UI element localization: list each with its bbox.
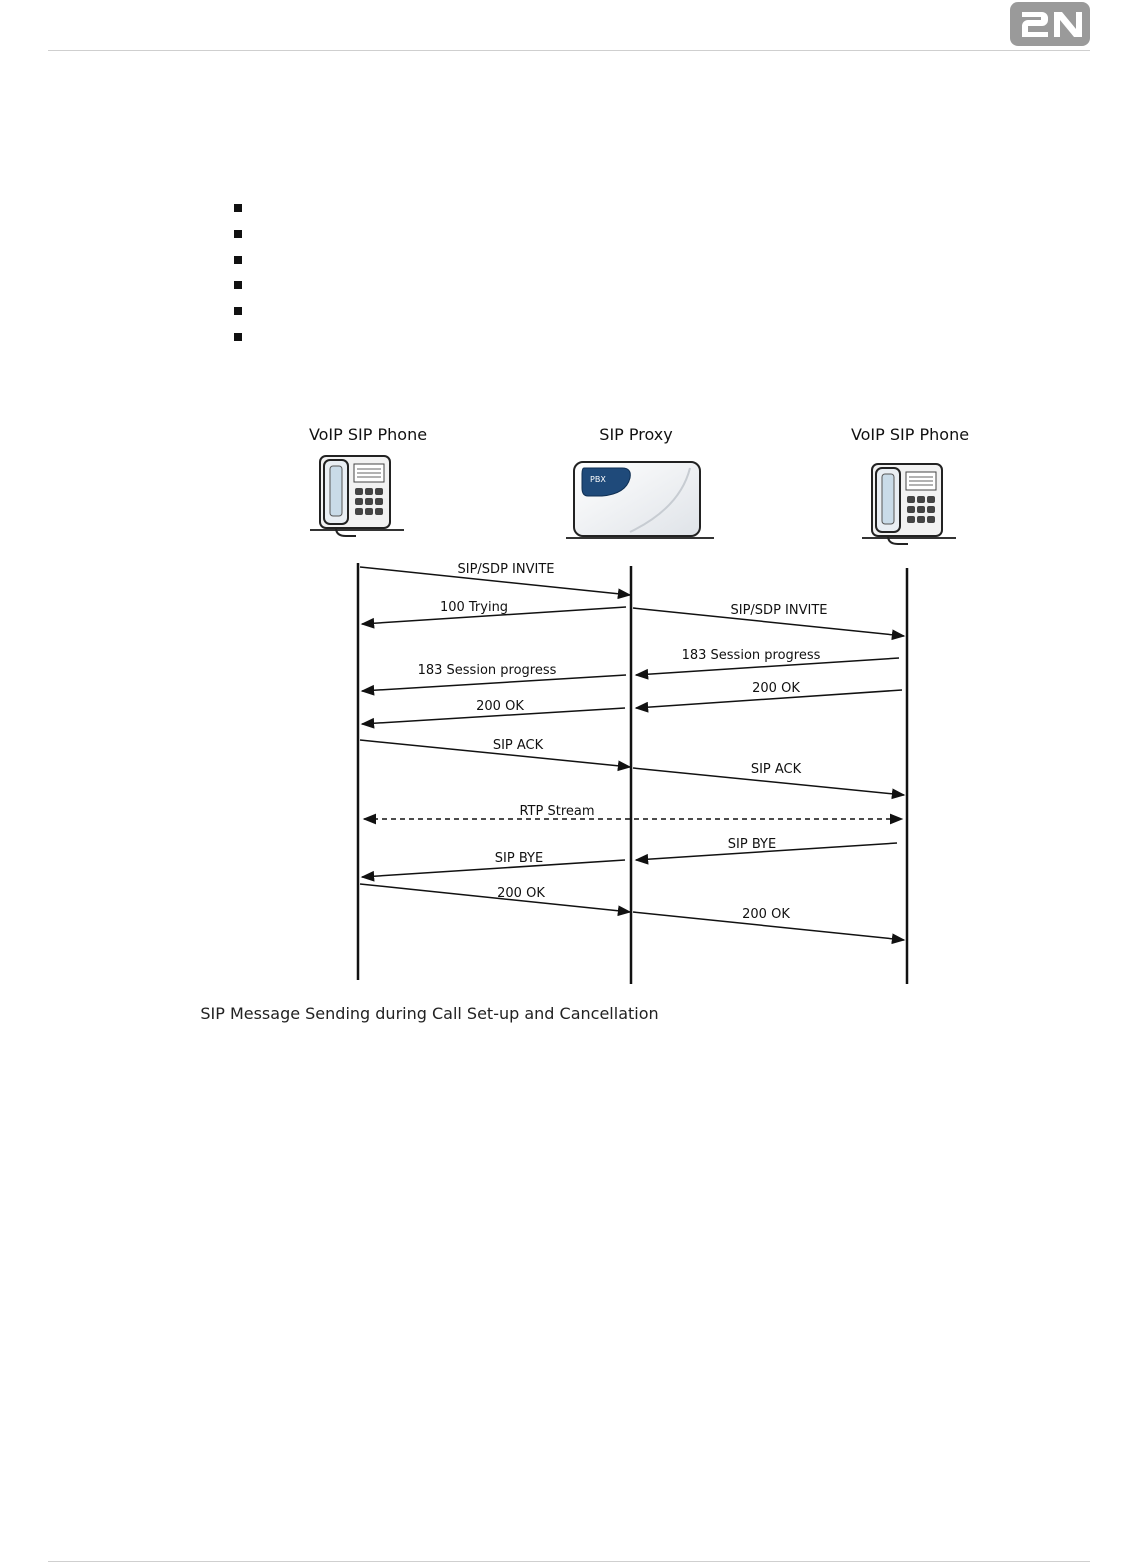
message-label: 183 Session progress [682, 648, 821, 663]
message-label: SIP/SDP INVITE [731, 603, 828, 618]
bullet-marker [234, 255, 242, 264]
figure-caption: SIP Message Sending during Call Set-up a… [200, 1004, 659, 1023]
pbx-badge-text: PBX [590, 475, 606, 484]
message: 183 Session progress [634, 648, 900, 680]
participant-label: VoIP SIP Phone [309, 425, 427, 444]
message-label: SIP/SDP INVITE [458, 562, 555, 577]
message-label: 183 Session progress [418, 663, 557, 678]
message: 100 Trying [360, 600, 627, 629]
desk-phone-icon [862, 463, 956, 545]
bullet-marker [234, 281, 242, 290]
message-label: 200 OK [497, 886, 545, 901]
brand-logo [1010, 2, 1090, 46]
message: SIP/SDP INVITE [359, 562, 632, 600]
message-label: SIP BYE [495, 851, 543, 866]
message-label: 200 OK [752, 681, 800, 696]
message: 183 Session progress [360, 663, 627, 696]
bullet-marker [234, 307, 242, 316]
message: 200 OK [634, 681, 903, 713]
bullet-marker [234, 332, 242, 341]
message: SIP ACK [359, 738, 632, 772]
participant-label: SIP Proxy [599, 425, 672, 444]
message: SIP BYE [360, 851, 626, 882]
message-label: RTP Stream [519, 804, 594, 819]
pbx-device-icon: PBX [566, 461, 714, 539]
message: 200 OK [632, 907, 906, 945]
message-label: SIP ACK [493, 738, 544, 753]
message: 200 OK [359, 883, 632, 917]
message: SIP/SDP INVITE [632, 603, 906, 641]
bullet-marker [234, 204, 242, 212]
message-label: 200 OK [742, 907, 790, 922]
message: SIP BYE [634, 837, 898, 865]
message: SIP ACK [632, 762, 906, 800]
bullet-marker [234, 229, 242, 238]
desk-phone-icon [310, 455, 404, 537]
message: RTP Stream [362, 804, 904, 825]
message-label: SIP ACK [751, 762, 802, 777]
sip-sequence-diagram: VoIP SIP Phone SIP Proxy VoIP SIP Phone … [309, 425, 969, 984]
footer-rule [48, 1561, 1090, 1562]
bullet-list [234, 204, 242, 359]
message-label: 100 Trying [440, 600, 508, 615]
header-rule [48, 50, 1090, 51]
message-label: SIP BYE [728, 837, 776, 852]
message-label: 200 OK [476, 699, 524, 714]
message: 200 OK [360, 699, 626, 729]
participant-label: VoIP SIP Phone [851, 425, 969, 444]
